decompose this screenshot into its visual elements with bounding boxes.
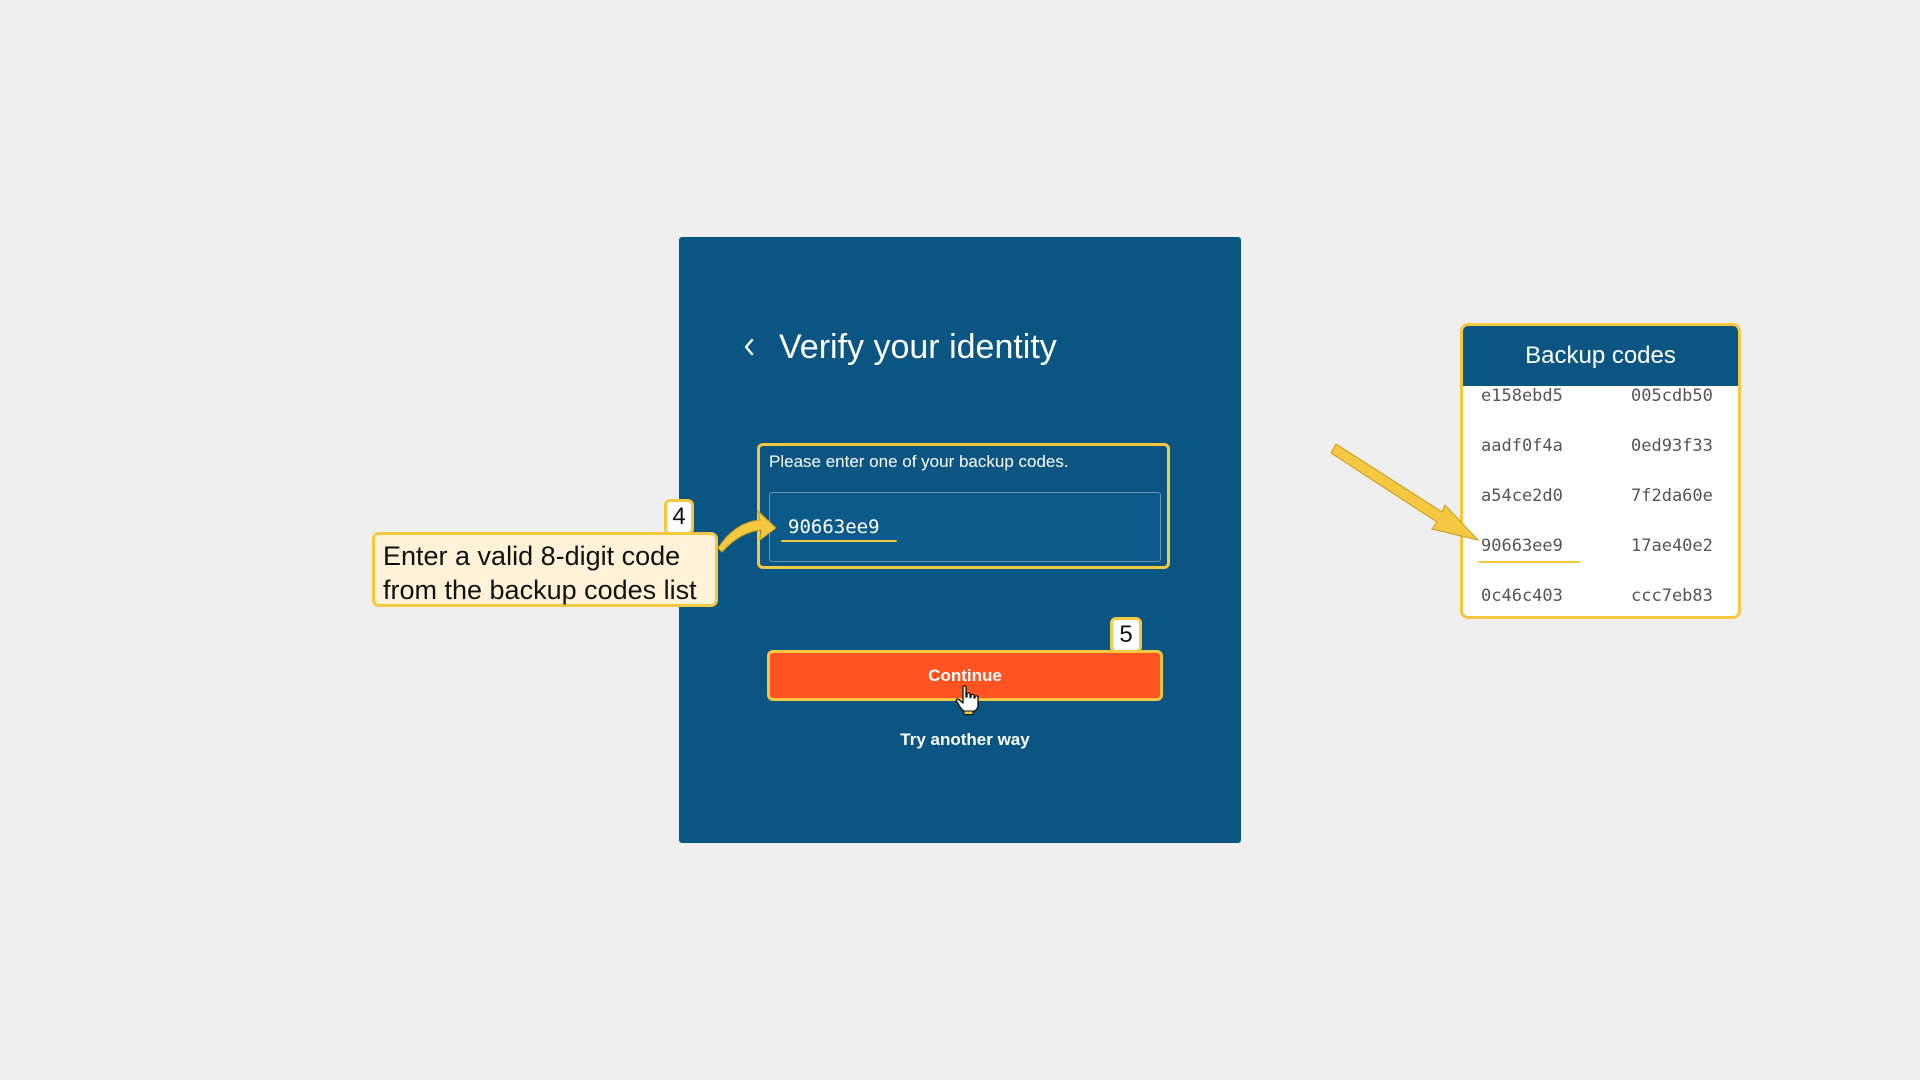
hand-pointer-icon bbox=[955, 685, 979, 715]
backup-code: aadf0f4a bbox=[1481, 436, 1563, 456]
code-field-highlight bbox=[757, 443, 1170, 569]
backup-codes-panel: Backup codes e158ebd5 005cdb50 aadf0f4a … bbox=[1460, 323, 1741, 619]
code-field-label: Please enter one of your backup codes. bbox=[769, 452, 1069, 471]
backup-code: a54ce2d0 bbox=[1481, 486, 1563, 506]
input-value-underline bbox=[781, 540, 897, 542]
backup-code: e158ebd5 bbox=[1481, 386, 1563, 406]
backup-code-highlighted: 90663ee9 bbox=[1481, 536, 1563, 556]
page-title: Verify your identity bbox=[779, 328, 1057, 366]
chevron-left-icon bbox=[744, 338, 754, 356]
highlighted-code-underline bbox=[1478, 561, 1580, 563]
instruction-callout: Enter a valid 8-digit code from the back… bbox=[372, 532, 718, 607]
callout-line-1: Enter a valid 8-digit code bbox=[383, 541, 681, 571]
backup-code: ccc7eb83 bbox=[1631, 586, 1713, 606]
backup-code: 005cdb50 bbox=[1631, 386, 1713, 406]
try-another-way-link[interactable]: Try another way bbox=[900, 730, 1030, 749]
backup-codes-title: Backup codes bbox=[1463, 326, 1738, 386]
backup-code: 7f2da60e bbox=[1631, 486, 1713, 506]
backup-code: 17ae40e2 bbox=[1631, 536, 1713, 556]
step-4-badge: 4 bbox=[664, 499, 694, 535]
back-button[interactable] bbox=[735, 330, 763, 364]
step-5-badge: 5 bbox=[1110, 617, 1142, 653]
backup-code: 0c46c403 bbox=[1481, 586, 1563, 606]
backup-code: 0ed93f33 bbox=[1631, 436, 1713, 456]
callout-line-2: from the backup codes list bbox=[383, 575, 697, 605]
backup-code-input[interactable] bbox=[769, 492, 1161, 562]
diagonal-arrow-icon bbox=[1330, 443, 1480, 541]
